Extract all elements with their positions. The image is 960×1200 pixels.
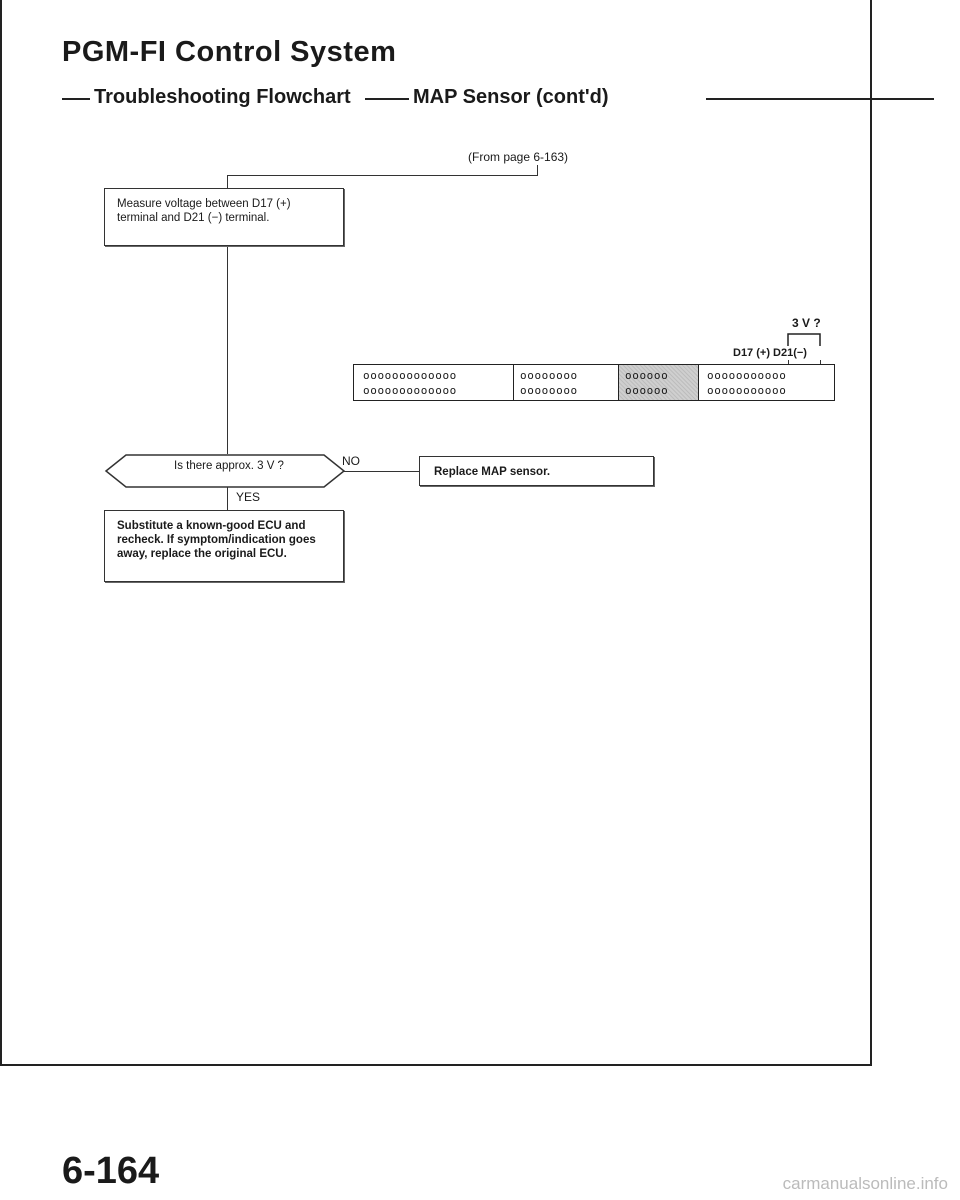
no-label: NO	[342, 454, 360, 468]
measure-voltage-step: Measure voltage between D17 (+) terminal…	[104, 188, 344, 246]
section-title-left: Troubleshooting Flowchart	[94, 86, 351, 108]
pin-row: ooooooooooo	[707, 384, 787, 397]
pin-row: oooooo	[625, 384, 669, 397]
voltage-check-label: 3 V ?	[792, 316, 821, 330]
pin-row: oooooooo	[520, 384, 578, 397]
replace-map-sensor-step: Replace MAP sensor.	[419, 456, 654, 486]
pin-row: oooooo	[625, 369, 669, 382]
watermark: carmanualsonline.info	[782, 1174, 948, 1193]
from-ref-drop-line	[537, 165, 538, 176]
no-branch-line	[344, 471, 419, 472]
frame-top-rule-right	[706, 98, 934, 100]
content-frame	[0, 0, 872, 1066]
connector-section-shaded: oooooo oooooo	[619, 365, 699, 400]
connector-section-b: oooooooo oooooooo	[514, 365, 619, 400]
pin-row: ooooooooooooo	[363, 369, 457, 382]
decision-question: Is there approx. 3 V ?	[174, 460, 284, 472]
connector-section-a: ooooooooooooo ooooooooooooo	[354, 365, 514, 400]
pin-row: oooooooo	[520, 369, 578, 382]
section-title-right: MAP Sensor (cont'd)	[413, 86, 609, 108]
question-to-yes-line	[227, 486, 228, 510]
page-title: PGM-FI Control System	[62, 36, 397, 68]
pin-row: ooooooooooooo	[363, 384, 457, 397]
yes-label: YES	[236, 490, 261, 504]
into-measure-line	[227, 175, 228, 188]
terminal-labels: D17 (+) D21(−)	[733, 347, 807, 359]
ecu-connector: ooooooooooooo ooooooooooooo oooooooo ooo…	[353, 364, 835, 401]
pin-row: ooooooooooo	[707, 369, 787, 382]
frame-top-rule-middle	[365, 98, 409, 100]
from-ref-horizontal-line	[227, 175, 538, 176]
voltmeter-bracket	[787, 333, 821, 346]
measure-to-question-line	[227, 246, 228, 454]
frame-top-rule-left	[62, 98, 90, 100]
from-page-reference: (From page 6-163)	[468, 150, 569, 164]
decision-diamond	[104, 454, 346, 488]
connector-section-d: ooooooooooo ooooooooooo	[699, 365, 833, 400]
substitute-ecu-step: Substitute a known-good ECU and recheck.…	[104, 510, 344, 582]
page-number: 6-164	[62, 1150, 160, 1192]
